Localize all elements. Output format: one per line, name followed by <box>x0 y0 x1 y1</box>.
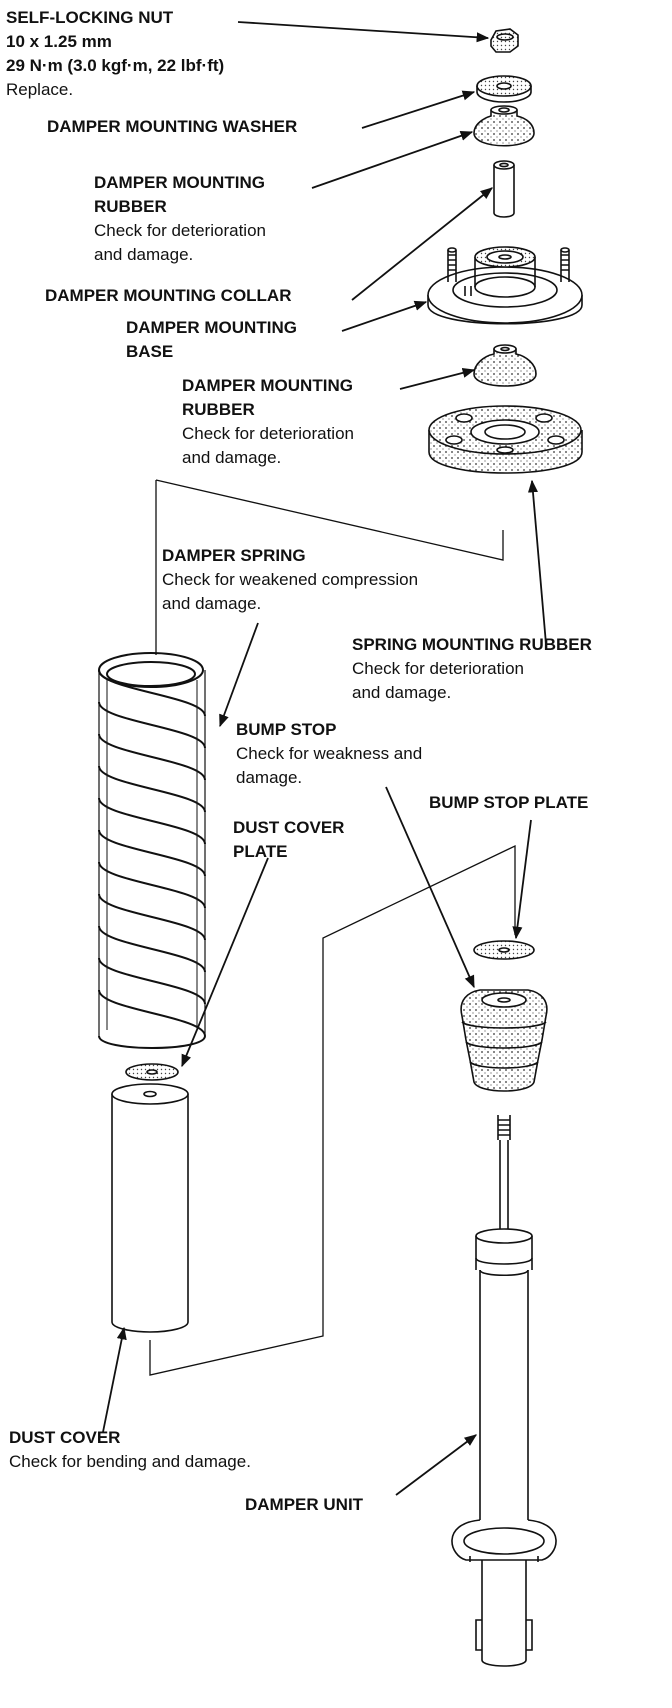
self-locking-nut-note: Replace. <box>6 80 74 99</box>
dust-cover-plate-title-2: PLATE <box>233 842 288 861</box>
leader-damper-mounting-rubber-upper <box>311 130 474 189</box>
leader-bump-stop-plate <box>512 819 532 940</box>
label-bump-stop-plate: BUMP STOP PLATE <box>429 791 588 815</box>
label-dust-cover-plate: DUST COVER PLATE <box>233 816 344 864</box>
label-damper-mounting-collar: DAMPER MOUNTING COLLAR <box>45 284 291 308</box>
spring-mounting-rubber <box>428 405 583 474</box>
damper-spring-note-2: and damage. <box>162 594 262 613</box>
dust-cover-title: DUST COVER <box>9 1428 121 1447</box>
leader-dust-cover-plate <box>181 857 269 1068</box>
bump-stop-plate <box>473 940 535 960</box>
label-damper-mounting-base: DAMPER MOUNTING BASE <box>126 316 297 364</box>
self-locking-nut-title: SELF-LOCKING NUT <box>6 8 174 27</box>
leader-damper-mounting-washer <box>361 90 476 129</box>
label-damper-spring: DAMPER SPRING Check for weakened compres… <box>162 544 418 616</box>
label-damper-unit: DAMPER UNIT <box>245 1493 363 1517</box>
spring-mounting-rubber-title: SPRING MOUNTING RUBBER <box>352 635 592 654</box>
label-spring-mounting-rubber: SPRING MOUNTING RUBBER Check for deterio… <box>352 633 592 705</box>
self-locking-nut <box>490 28 519 53</box>
self-locking-nut-torque: 29 N·m (3.0 kgf·m, 22 lbf·ft) <box>6 56 225 75</box>
leader-dust-cover <box>102 1326 127 1433</box>
damper-spring <box>98 652 206 1049</box>
label-dust-cover: DUST COVER Check for bending and damage. <box>9 1426 251 1474</box>
spring-mounting-rubber-note-2: and damage. <box>352 683 452 702</box>
damper-mounting-rubber-lower-title-1: DAMPER MOUNTING <box>182 376 353 395</box>
leader-self-locking-nut <box>237 21 490 43</box>
leader-spring-mounting-rubber <box>527 479 547 645</box>
damper-mounting-base-title-1: DAMPER MOUNTING <box>126 318 297 337</box>
damper-mounting-rubber-upper-note-1: Check for deterioration <box>94 221 266 240</box>
dust-cover <box>111 1083 189 1333</box>
damper-mounting-rubber-lower-note-2: and damage. <box>182 448 282 467</box>
damper-mounting-base <box>427 246 583 325</box>
leader-damper-mounting-base <box>341 300 428 332</box>
damper-mounting-rubber-upper-title-1: DAMPER MOUNTING <box>94 173 265 192</box>
damper-mounting-rubber-upper <box>473 105 535 147</box>
dust-cover-plate <box>125 1063 179 1081</box>
leader-bump-stop <box>385 786 475 989</box>
damper-mounting-collar <box>493 160 515 218</box>
damper-mounting-washer-title: DAMPER MOUNTING WASHER <box>47 117 298 136</box>
bump-stop-note-2: damage. <box>236 768 303 787</box>
damper-mounting-rubber-upper-title-2: RUBBER <box>94 197 167 216</box>
damper-mounting-collar-title: DAMPER MOUNTING COLLAR <box>45 286 292 305</box>
label-self-locking-nut: SELF-LOCKING NUT 10 x 1.25 mm 29 N·m (3.… <box>6 6 224 102</box>
leader-damper-spring <box>219 622 259 728</box>
damper-mounting-rubber-lower <box>473 344 537 387</box>
damper-mounting-base-title-2: BASE <box>126 342 174 361</box>
damper-spring-note-1: Check for weakened compression <box>162 570 419 589</box>
leader-damper-mounting-collar <box>351 187 493 301</box>
damper-unit <box>451 1115 557 1667</box>
bump-stop <box>460 989 548 1092</box>
label-damper-mounting-rubber-lower: DAMPER MOUNTING RUBBER Check for deterio… <box>182 374 354 470</box>
damper-spring-title: DAMPER SPRING <box>162 546 306 565</box>
damper-unit-title: DAMPER UNIT <box>245 1495 364 1514</box>
label-damper-mounting-washer: DAMPER MOUNTING WASHER <box>47 115 297 139</box>
bump-stop-note-1: Check for weakness and <box>236 744 423 763</box>
label-bump-stop: BUMP STOP Check for weakness and damage. <box>236 718 422 790</box>
dust-cover-plate-title-1: DUST COVER <box>233 818 345 837</box>
spring-mounting-rubber-note-1: Check for deterioration <box>352 659 524 678</box>
bump-stop-title: BUMP STOP <box>236 720 337 739</box>
dust-cover-note: Check for bending and damage. <box>9 1452 251 1471</box>
self-locking-nut-size: 10 x 1.25 mm <box>6 32 112 51</box>
leader-damper-mounting-rubber-lower <box>399 367 476 390</box>
bump-stop-plate-title: BUMP STOP PLATE <box>429 793 589 812</box>
leader-damper-unit <box>395 1434 478 1496</box>
damper-mounting-rubber-lower-note-1: Check for deterioration <box>182 424 354 443</box>
label-damper-mounting-rubber-upper: DAMPER MOUNTING RUBBER Check for deterio… <box>94 171 266 267</box>
damper-mounting-rubber-lower-title-2: RUBBER <box>182 400 255 419</box>
damper-mounting-rubber-upper-note-2: and damage. <box>94 245 194 264</box>
damper-mounting-washer <box>476 75 532 103</box>
assembly-guide-lines <box>149 479 516 1376</box>
